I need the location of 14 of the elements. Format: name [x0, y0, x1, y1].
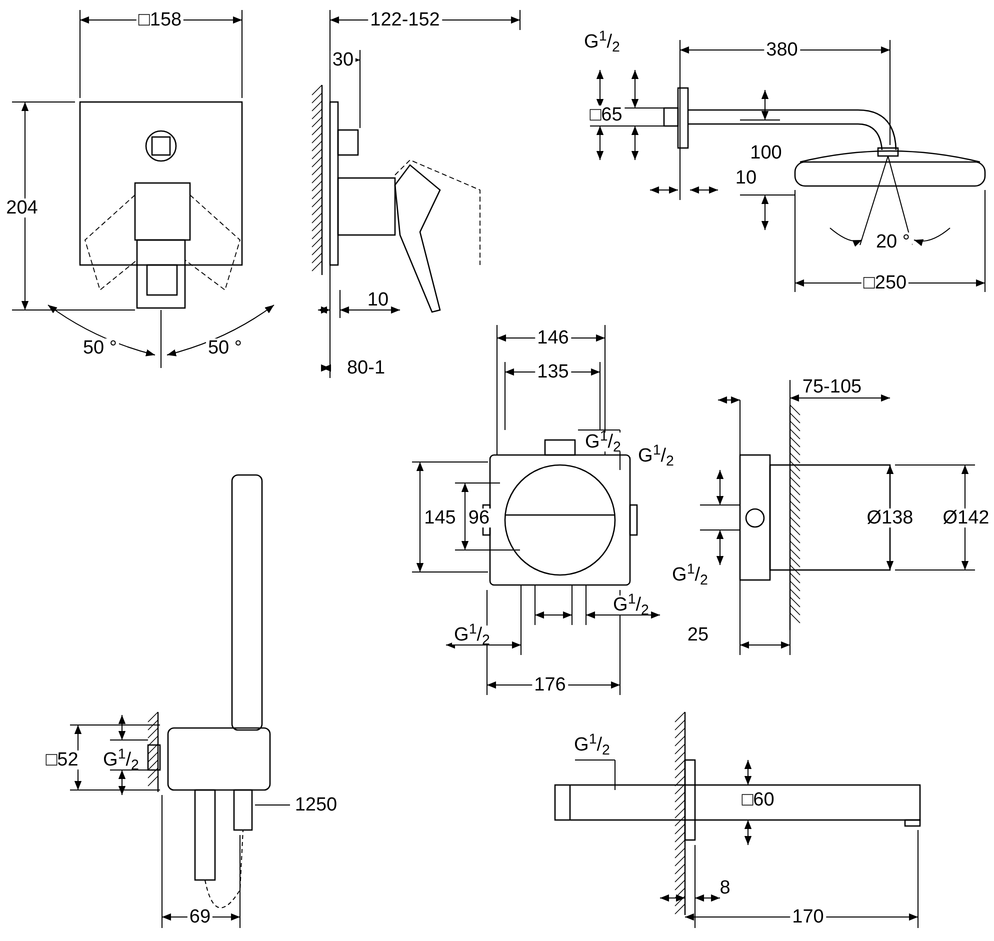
- dimension-label: G$^{1}$/$_{2}$: [572, 736, 612, 754]
- dimension-label: 8: [718, 878, 732, 898]
- dimension-label: G$^{1}$/$_{2}$: [582, 32, 622, 52]
- dimension-label: G$^{1}$/$_{2}$: [101, 750, 141, 770]
- dimension-label: G$^{1}$/$_{2}$: [611, 596, 651, 614]
- dimension-label: G$^{1}$/$_{2}$: [636, 446, 676, 466]
- dimension-label: G$^{1}$/$_{2}$: [452, 626, 492, 644]
- dimension-label: 96: [466, 508, 492, 528]
- dimension-label: 204: [4, 198, 40, 218]
- dimension-label: □52: [44, 750, 80, 770]
- dimension-label: Ø142: [940, 508, 992, 528]
- dimension-label: G$^{1}$/$_{2}$: [583, 432, 623, 452]
- dimension-label: Ø138: [864, 508, 916, 528]
- dimension-label: G$^{1}$/$_{2}$: [670, 566, 710, 584]
